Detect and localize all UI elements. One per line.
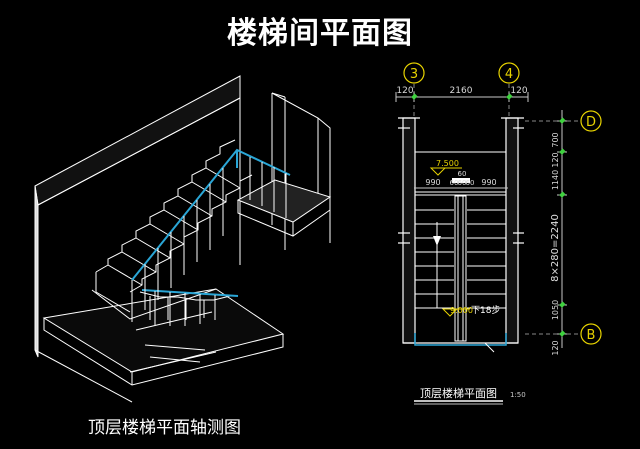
- dim-well-mid: 60: [458, 179, 467, 187]
- dim-right-top1: 700: [551, 132, 560, 147]
- dim-well-right: 60: [466, 179, 475, 187]
- dim-flight-left: 990: [425, 178, 440, 187]
- elev-top: 7.500: [436, 159, 459, 168]
- upper-flight-steps: [95, 139, 253, 313]
- plan-caption: 顶层楼梯平面图: [420, 386, 497, 400]
- dim-right-top2: 120: [551, 152, 560, 167]
- dimension-top-ticks: [411, 93, 513, 100]
- plan-landing: [415, 151, 506, 196]
- axis-bubble-B: B: [525, 323, 602, 345]
- plan-scale: 1:50: [510, 391, 526, 399]
- axis-label-B: B: [587, 328, 596, 343]
- down-steps-label: 下18步: [471, 305, 500, 316]
- dim-right-low: 1050: [551, 300, 560, 320]
- lower-flight-steps: [135, 291, 231, 363]
- plan-stairwell: [454, 195, 467, 342]
- elev-bottom: 9.000: [450, 306, 473, 315]
- plan-treads: [415, 209, 506, 309]
- page-title: 楼梯间平面图: [227, 16, 413, 51]
- balusters: [131, 157, 287, 326]
- dim-right-mid: 1140: [551, 170, 560, 190]
- dim-right-bottom: 120: [551, 340, 560, 355]
- axis-label-4: 4: [505, 67, 513, 82]
- dim-top-mid: 2160: [450, 86, 473, 96]
- plan-break-line: [484, 342, 495, 353]
- axonometric-walls: [34, 75, 332, 403]
- axis-bubble-D: D: [525, 110, 602, 132]
- elevation-marker-bottom: 9.000: [441, 306, 473, 317]
- axonometric-caption: 顶层楼梯平面轴测图: [88, 418, 241, 438]
- dim-flight-right: 990: [481, 178, 496, 187]
- dim-60-upper: 60: [458, 170, 467, 178]
- plan-direction-arrow: [433, 222, 450, 309]
- dimension-right-ticks: [559, 117, 566, 337]
- dim-right-run: 8×280=2240: [550, 214, 561, 282]
- plan-handrail: [414, 333, 507, 346]
- plan-walls: [398, 117, 524, 344]
- well-hatch: [452, 178, 470, 183]
- axis-label-D: D: [586, 115, 596, 130]
- dim-top-right: 120: [510, 86, 527, 96]
- dim-well-left: 60: [450, 179, 459, 187]
- elevation-marker-top: 7.500: [429, 159, 462, 176]
- dim-top-left: 120: [396, 86, 413, 96]
- axis-label-3: 3: [410, 67, 418, 82]
